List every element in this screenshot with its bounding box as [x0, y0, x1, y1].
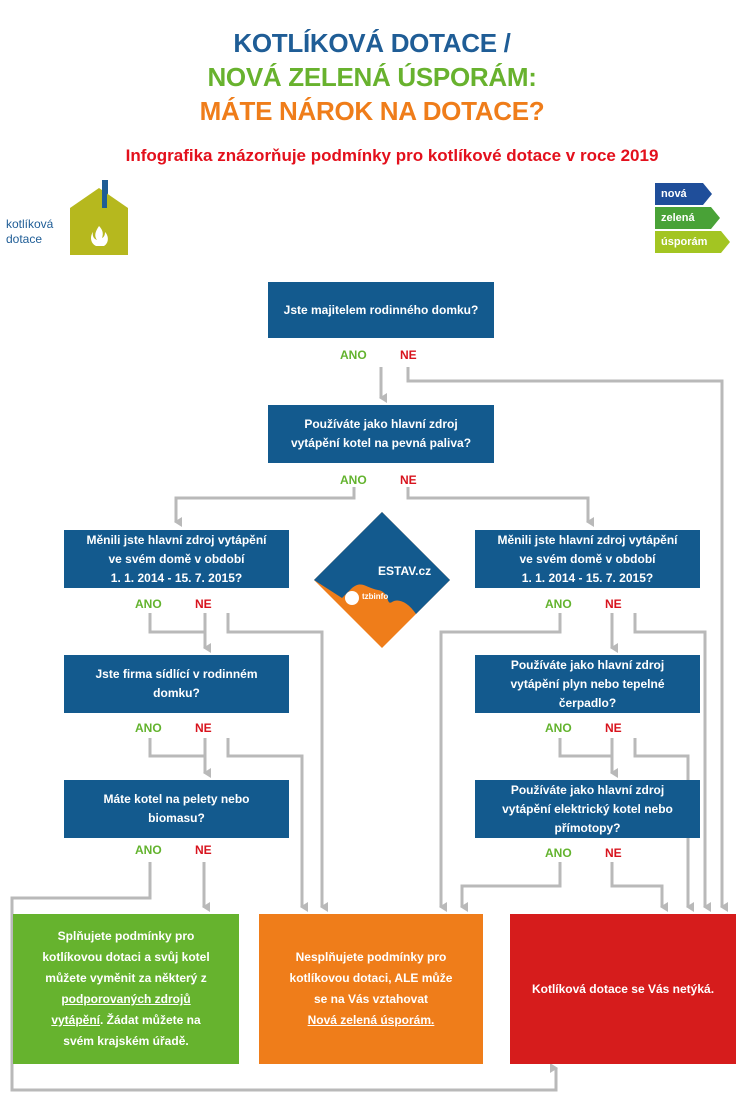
q5-no-label: NE [195, 843, 212, 857]
nzu-usporam: úsporám [661, 236, 708, 248]
q3l-line-2: ve svém domě v období [108, 551, 245, 566]
q7-yes-label: ANO [545, 846, 572, 860]
q2-no-label: NE [400, 473, 417, 487]
tzbinfo-text: tzbinfo [362, 592, 389, 601]
q6-yes-label: ANO [545, 721, 572, 735]
question-pellets: Máte kotel na pelety nebo biomasu? [64, 780, 289, 838]
logo-text-2: dotace [6, 232, 43, 246]
nzu-zelena: zelená [661, 212, 695, 224]
logo-text-1: kotlíková [6, 217, 54, 231]
q1-no-label: NE [400, 348, 417, 362]
estav-diamond-icon [314, 512, 450, 648]
q3l-line-3: 1. 1. 2014 - 15. 7. 2015? [110, 570, 243, 585]
q3r-line-1: Měnili jste hlavní zdroj vytápění [497, 532, 678, 547]
question-changed-source-right: Měnili jste hlavní zdroj vytápění ve své… [475, 530, 700, 588]
q3l-line-1: Měnili jste hlavní zdroj vytápění [86, 532, 267, 547]
q1-yes-label: ANO [340, 348, 367, 362]
q6-line-2: vytápění plyn nebo tepelné [510, 676, 665, 691]
q2-line-1: Používáte jako hlavní zdroj [304, 417, 458, 431]
estav-logo: ESTAV.cz tzbinfo [312, 510, 452, 650]
q3r-line-2: ve svém domě v období [519, 551, 656, 566]
orange-line-3: se na Vás vztahovat [313, 992, 429, 1006]
q4-line-1: Jste firma sídlící v rodinném [95, 667, 258, 681]
result-nzu: Nesplňujete podmínky pro kotlíkovou dota… [259, 914, 483, 1064]
q6-no-label: NE [605, 721, 622, 735]
nzu-logo: nová zelená úsporám [655, 183, 735, 255]
green-line-5: . Žádat můžete na [100, 1013, 201, 1027]
supported-sources-link-2[interactable]: vytápění [51, 1013, 100, 1027]
green-line-2: kotlíkovou dotaci a svůj kotel [42, 950, 210, 964]
nzu-nova: nová [661, 188, 687, 200]
q7-line-3: přímotopy? [554, 820, 621, 835]
title-line-3: MÁTE NÁROK NA DOTACE? [199, 96, 545, 126]
question-changed-source-left: Měnili jste hlavní zdroj vytápění ve své… [64, 530, 289, 588]
green-line-1: Splňujete podmínky pro [57, 929, 195, 943]
orange-line-2: kotlíkovou dotaci, ALE může [289, 971, 453, 985]
q5-line-2: biomasu? [148, 811, 205, 825]
orange-line-1: Nesplňujete podmínky pro [295, 950, 447, 964]
q2-line-2: vytápění kotel na pevná paliva? [290, 436, 472, 450]
green-line-6: svém krajském úřadě. [63, 1034, 189, 1048]
supported-sources-link[interactable]: podporovaných zdrojů [61, 992, 191, 1006]
q4-no-label: NE [195, 721, 212, 735]
q5-line-1: Máte kotel na pelety nebo [103, 792, 250, 806]
q4-line-2: domku? [153, 686, 200, 700]
question-solid-fuel: Používáte jako hlavní zdroj vytápění kot… [268, 405, 494, 463]
question-electric: Používáte jako hlavní zdroj vytápění ele… [475, 780, 700, 838]
question-owner-text: Jste majitelem rodinného domku? [283, 302, 479, 317]
nzu-arrows [655, 183, 730, 253]
q3r-no-label: NE [605, 597, 622, 611]
nzu-link[interactable]: Nová zelená úsporám. [307, 1013, 435, 1027]
q6-line-3: čerpadlo? [558, 695, 617, 710]
q7-line-2: vytápění elektrický kotel nebo [502, 801, 673, 816]
estav-text: ESTAV.cz [378, 564, 432, 578]
q7-line-1: Používáte jako hlavní zdroj [510, 782, 665, 797]
q7-no-label: NE [605, 846, 622, 860]
q4-yes-label: ANO [135, 721, 162, 735]
result-eligible: Splňujete podmínky pro kotlíkovou dotaci… [13, 914, 239, 1064]
house-flame-icon [70, 180, 128, 255]
green-line-3: můžete vyměnit za některý z [45, 971, 207, 985]
q3l-no-label: NE [195, 597, 212, 611]
subtitle: Infografika znázorňuje podmínky pro kotl… [125, 146, 659, 165]
q6-line-1: Používáte jako hlavní zdroj [510, 657, 665, 672]
q5-yes-label: ANO [135, 843, 162, 857]
red-text: Kotlíková dotace se Vás netýká. [531, 981, 715, 996]
q2-yes-label: ANO [340, 473, 367, 487]
q3r-yes-label: ANO [545, 597, 572, 611]
q3r-line-3: 1. 1. 2014 - 15. 7. 2015? [521, 570, 654, 585]
question-gas-heatpump: Používáte jako hlavní zdroj vytápění ply… [475, 655, 700, 713]
result-not-applicable: Kotlíková dotace se Vás netýká. [510, 914, 736, 1064]
question-owner: Jste majitelem rodinného domku? [268, 282, 494, 338]
title-line-2: NOVÁ ZELENÁ ÚSPORÁM: [207, 62, 537, 92]
q3l-yes-label: ANO [135, 597, 162, 611]
title-line-1: KOTLÍKOVÁ DOTACE / [233, 28, 511, 58]
kotlikova-dotace-logo: kotlíková dotace [6, 180, 136, 255]
question-company: Jste firma sídlící v rodinném domku? [64, 655, 289, 713]
